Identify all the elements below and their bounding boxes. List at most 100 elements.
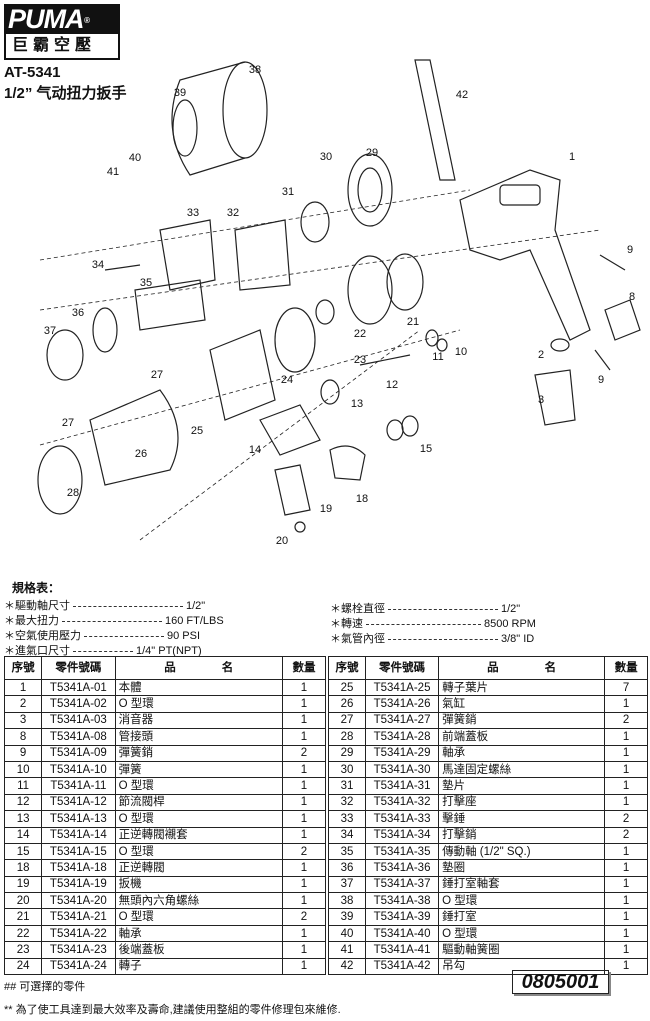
column-header: 序號 (328, 656, 366, 680)
quantity: 2 (604, 826, 648, 844)
part-number: T5341A-24 (41, 957, 116, 976)
part-number: T5341A-11 (41, 777, 116, 795)
item-number: 22 (3, 924, 43, 943)
part-number: T5341A-15 (41, 842, 116, 861)
part-number: T5341A-12 (41, 793, 116, 812)
part-number: T5341A-03 (41, 711, 116, 730)
item-number: 39 (328, 908, 366, 926)
column-header: 零件號碼 (364, 656, 440, 680)
part-name: 氣缸 (438, 695, 606, 713)
quantity: 1 (281, 875, 327, 894)
column-header: 品 名 (114, 656, 283, 680)
part-number: T5341A-18 (41, 859, 116, 877)
column-header: 數量 (281, 656, 327, 680)
item-number: 37 (328, 875, 366, 894)
part-name: 正逆轉閥 (114, 859, 283, 877)
part-number: T5341A-09 (41, 744, 116, 762)
callout-part-number: 26 (134, 448, 148, 460)
callout-part-number: 40 (128, 152, 142, 164)
item-number: 9 (3, 744, 43, 762)
document-title: 1/2” 气动扭力扳手 (4, 85, 127, 102)
item-number: 21 (3, 908, 43, 926)
callout-part-number: 33 (186, 207, 200, 219)
part-number: T5341A-20 (41, 892, 116, 910)
callout-part-number: 32 (226, 207, 240, 219)
item-number: 35 (328, 842, 366, 861)
part-name: O 型環 (114, 908, 283, 926)
part-name: 正逆轉閥襯套 (114, 826, 283, 844)
part-number: T5341A-10 (41, 760, 116, 779)
quantity: 1 (604, 842, 648, 861)
callout-part-number: 25 (190, 425, 204, 437)
callout-part-number: 2 (537, 349, 545, 361)
item-number: 18 (3, 859, 43, 877)
callout-part-number: 23 (353, 354, 367, 366)
item-number: 1 (3, 678, 43, 697)
exploded-diagram (37, 59, 641, 541)
callout-part-number: 30 (319, 151, 333, 163)
quantity: 1 (281, 826, 327, 844)
model-number: AT-5341 (4, 64, 61, 81)
part-number: T5341A-32 (364, 793, 440, 812)
quantity: 1 (281, 678, 327, 697)
callout-part-number: 20 (275, 535, 289, 547)
part-name: 後端蓋板 (114, 941, 283, 959)
repair-kit-note: ** 為了使工具達到最大效率及壽命,建議使用整組的零件修理包來維修. (4, 1004, 341, 1016)
part-number: T5341A-40 (364, 924, 440, 943)
quantity: 1 (281, 711, 327, 730)
logo-subtitle: 巨霸空壓 (4, 34, 120, 60)
callout-part-number: 21 (406, 316, 420, 328)
callout-part-number: 14 (248, 444, 262, 456)
callout-part-number: 29 (365, 147, 379, 159)
part-number: T5341A-14 (41, 826, 116, 844)
part-name: 消音器 (114, 711, 283, 730)
part-number: T5341A-30 (364, 760, 440, 779)
quantity: 1 (604, 695, 648, 713)
callout-part-number: 28 (66, 487, 80, 499)
callout-part-number: 3 (537, 394, 545, 406)
quantity: 2 (604, 711, 648, 730)
callout-part-number: 34 (91, 259, 105, 271)
quantity: 2 (281, 744, 327, 762)
item-number: 19 (3, 875, 43, 894)
quantity: 1 (281, 695, 327, 713)
callout-part-number: 35 (139, 277, 153, 289)
callout-part-number: 36 (71, 307, 85, 319)
callout-part-number: 31 (281, 186, 295, 198)
item-number: 25 (328, 678, 366, 697)
part-name: 轉子 (114, 957, 283, 976)
callout-part-number: 22 (353, 328, 367, 340)
hammer-case-part (171, 61, 268, 176)
item-number: 33 (328, 810, 366, 828)
item-number: 38 (328, 892, 366, 910)
callout-part-number: 12 (385, 379, 399, 391)
quantity: 1 (281, 810, 327, 828)
item-number: 14 (3, 826, 43, 844)
item-number: 12 (3, 793, 43, 812)
part-number: T5341A-21 (41, 908, 116, 926)
item-number: 3 (3, 711, 43, 730)
callout-part-number: 1 (568, 151, 576, 163)
part-name: 節流閥桿 (114, 793, 283, 812)
quantity: 7 (604, 678, 648, 697)
document-code: 0805001 (512, 970, 609, 994)
